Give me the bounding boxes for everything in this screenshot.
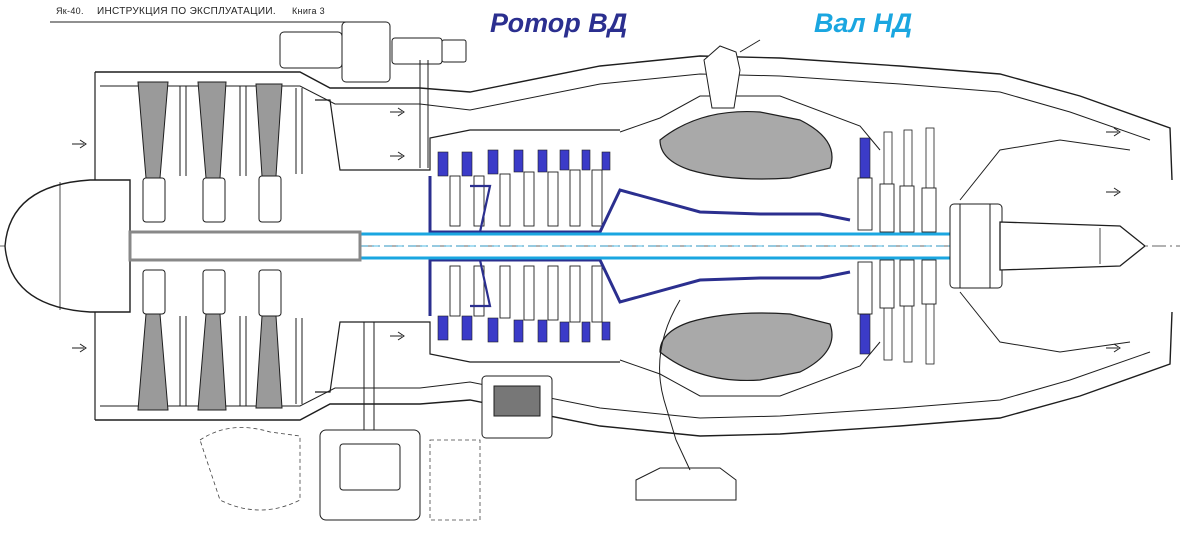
exhaust-cone [999, 221, 1147, 271]
airflow-arrows [72, 107, 1121, 353]
hp-rotor-outline-bottom [428, 258, 851, 316]
outer-casing-bottom-inner [100, 351, 1151, 419]
bottom-gearbox [319, 322, 737, 521]
outer-casing-top-inner [100, 73, 1151, 141]
nose-cone [4, 179, 131, 313]
hp-rotor-front-link-bottom [470, 259, 492, 308]
header-title: ИНСТРУКЦИЯ ПО ЭКСПЛУАТАЦИИ. [97, 6, 276, 17]
hp-compressor-discs [449, 169, 603, 323]
combustor-bottom [659, 312, 833, 382]
fan-blades-bottom [137, 313, 283, 411]
oil-line [659, 299, 691, 471]
header-model: Як-40. [56, 6, 84, 16]
main-shaft [128, 230, 362, 262]
outer-casing-bottom [95, 311, 1173, 437]
intermediate-case-top [315, 99, 620, 171]
hp-compressor-stages [437, 149, 611, 343]
lp-shaft-label: Вал НД [814, 8, 913, 38]
combustor-top [659, 110, 833, 180]
top-mount [703, 39, 761, 109]
exhaust-struts-top [959, 139, 1131, 201]
intermediate-case-bottom [315, 321, 620, 393]
hp-rotor-outline-top [428, 176, 851, 234]
top-accessory-drive [279, 21, 467, 168]
rear-bearing [949, 203, 1003, 289]
hp-rotor-label: Ротор ВД [490, 8, 628, 38]
stator-vanes [179, 86, 303, 406]
hp-rotor-front-link-top [470, 184, 492, 233]
fan-discs [142, 175, 282, 317]
ancillary-outline [199, 427, 481, 521]
fan-blades-top [137, 81, 283, 179]
combustor-case-top [619, 95, 881, 151]
exhaust-struts-bottom [959, 291, 1131, 353]
turbine-blades [859, 127, 935, 365]
header-book: Книга 3 [292, 6, 325, 16]
outer-casing-top [95, 55, 1173, 181]
turbine-discs [857, 177, 937, 315]
combustor-case-bottom [619, 341, 881, 397]
